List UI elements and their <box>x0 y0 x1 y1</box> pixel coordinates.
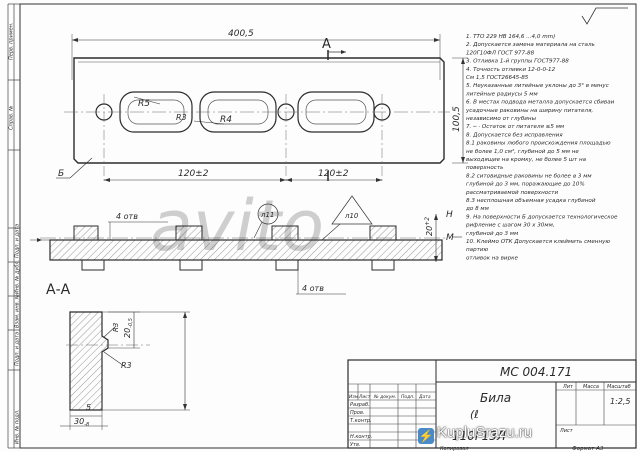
stamp-dup-inv: Инв. № дубл. <box>15 260 21 294</box>
dim-rib-left: 4 отв <box>116 212 138 221</box>
tb-sheet: Лист <box>559 428 574 434</box>
dim-rib-right: 4 отв <box>302 284 324 293</box>
plan-view: 400,5 A 100,5 R5 <box>56 29 468 184</box>
tb-row-utv: Утв. <box>350 442 361 448</box>
note-line: 10. Клеймо ОТК Допускается клеймить смен… <box>466 239 610 245</box>
tb-designation: МС 004.171 <box>500 365 572 379</box>
note-line: рифление с шагом 30 х 30мм, <box>465 223 555 229</box>
sec-dim-20: 20-0,5 <box>123 318 134 338</box>
section-a-a: А-А 20-0,5 R3 R3 5 30-8 <box>46 282 190 430</box>
faint-watermark: avito <box>150 185 324 267</box>
note-line: 3. Отливка 1-й группы ГОСТ977-88 <box>466 59 569 65</box>
note-line: независимо от глубины <box>466 116 537 122</box>
note-line: 7. ─ · Остаток от питателя ≤5 мм <box>466 124 565 130</box>
note-line: отливок на вирке <box>466 255 518 261</box>
note-line: 8. Допускается без исправления <box>466 132 563 138</box>
stamp-repl-inv: Взам. инв. № <box>15 294 21 328</box>
note-line: 1. ТТО 229 НВ 164,6 ...4,0 mm) <box>466 34 555 40</box>
note-line: партию <box>466 247 489 253</box>
sec-dim-r3-upper: R3 <box>112 323 120 332</box>
tb-scale-value: 1:2,5 <box>610 397 631 406</box>
tb-col-date: Дата <box>418 394 431 400</box>
note-line: до 8 мм <box>465 206 490 212</box>
cut-label-a-top: A <box>322 37 331 52</box>
note-line: литейные радиусы 5 мм <box>465 91 538 97</box>
roughness-mark <box>581 7 628 25</box>
dim-height: 100,5 <box>452 106 462 132</box>
mark-h: Н <box>446 210 453 220</box>
tb-col-mass: Масса <box>583 384 599 390</box>
tb-col-scale: Масштаб <box>607 384 631 390</box>
note-line: 5. Неуказанные литейные уклоны до 3° в м… <box>466 83 609 89</box>
tb-row-nkontr: Н.контр. <box>350 434 372 440</box>
dim-pitch-right: 120±2 <box>318 169 349 179</box>
note-line: 8.2 ситовидные раковины не более ⌀ 3 мм <box>466 173 592 179</box>
stamp-sign-date-2: Подп. и дата <box>15 332 21 366</box>
site-watermark: ⚡KupluSrazu.ru <box>418 424 532 444</box>
note-line: 4. Точность отливки 12-0-0-12 <box>466 67 556 73</box>
note-line: не более 1,0 см², глубиной до 5 мм не <box>466 148 579 155</box>
note-line: выходящие на кромку, не более 5 шт на <box>466 157 587 163</box>
tb-row-prov: Пров. <box>350 410 365 416</box>
note-line: глубиной до 3 мм <box>466 231 519 237</box>
dim-pitch-left: 120±2 <box>178 169 209 179</box>
stamp-sign-date-1: Подп. и дата <box>15 224 21 258</box>
dim-r-small: R3 <box>176 113 187 122</box>
tb-col-lit: Лит <box>562 384 574 390</box>
note-line: 8.3 несплошная объемная усадка глубиной <box>466 198 596 204</box>
stamp-ref-no: Справ. № <box>9 106 15 130</box>
tb-col-sign: Подп. <box>401 394 415 400</box>
dim-radius-r5: R5 <box>138 99 150 109</box>
tb-col-doc: № докум. <box>373 394 396 400</box>
callout-a11: л11 <box>260 211 274 219</box>
note-line: 9. На поверхности Б допускается технолог… <box>466 214 618 220</box>
tb-material: 110Г13Л <box>452 429 506 443</box>
tb-row-tkontr: Т.контр. <box>350 418 372 424</box>
sheet-frame <box>19 3 637 449</box>
note-line: 120Г10ФЛ ГОСТ 977-88 <box>466 50 535 56</box>
bolt-logo-icon: ⚡ <box>418 428 434 444</box>
sec-dim-r3-lower: R3 <box>121 361 132 370</box>
title-block: Изм Лист № докум. Подп. Дата Разраб. Про… <box>347 359 637 452</box>
dim-radius-r4: R4 <box>220 115 232 125</box>
note-line: 2. Допускается замена материала на сталь <box>466 42 595 48</box>
label-surface-b: Б <box>58 169 64 179</box>
note-line: глубиной до 3 мм, поражающие до 10% <box>466 182 585 188</box>
sec-dim-30: 30-8 <box>74 417 89 428</box>
watermark-text: KupluSrazu.ru <box>437 424 533 441</box>
tb-row-razrab: Разраб. <box>350 402 370 408</box>
note-line: усадочные раковины на ширину питателя, <box>465 108 593 114</box>
note-line: 6. В местах подвода металла допускается … <box>466 100 615 106</box>
tb-col-izm: Изм <box>349 394 359 400</box>
stamp-first-use: Перв. примен. <box>9 22 15 60</box>
note-line: См 1,5 ГОСТ26645-85 <box>466 75 529 81</box>
technical-notes: 1. ТТО 229 НВ 164,6 ...4,0 mm) 2. Допуска… <box>465 34 618 261</box>
mark-m: М <box>446 233 454 243</box>
left-stamp-strip: Перв. примен. Справ. № Подп. и дата Инв.… <box>7 3 21 449</box>
callout-a10: л10 <box>344 212 359 220</box>
tb-copied: Копировал <box>440 446 469 452</box>
side-view: 4 отв 4 отв л11 л10 20+2 Н М <box>30 195 462 295</box>
dim-overall-length: 400,5 <box>228 29 254 39</box>
dim-side-tol: 20+2 <box>424 217 434 236</box>
sec-dim-5: 5 <box>86 403 91 412</box>
note-line: рассматриваемой поверхности <box>465 190 559 196</box>
tb-format: Формат А3 <box>572 446 604 452</box>
stamp-orig-inv: Инв. № подл. <box>15 410 21 445</box>
note-line: 8.1 раковины любого происхождения площад… <box>466 141 611 147</box>
note-line: поверхность <box>466 165 503 171</box>
section-label: А-А <box>46 282 71 298</box>
tb-col-list: Лист <box>358 394 371 400</box>
tb-name-line1: Била <box>480 391 511 405</box>
tb-name-line2: (ℓ <box>470 408 479 421</box>
